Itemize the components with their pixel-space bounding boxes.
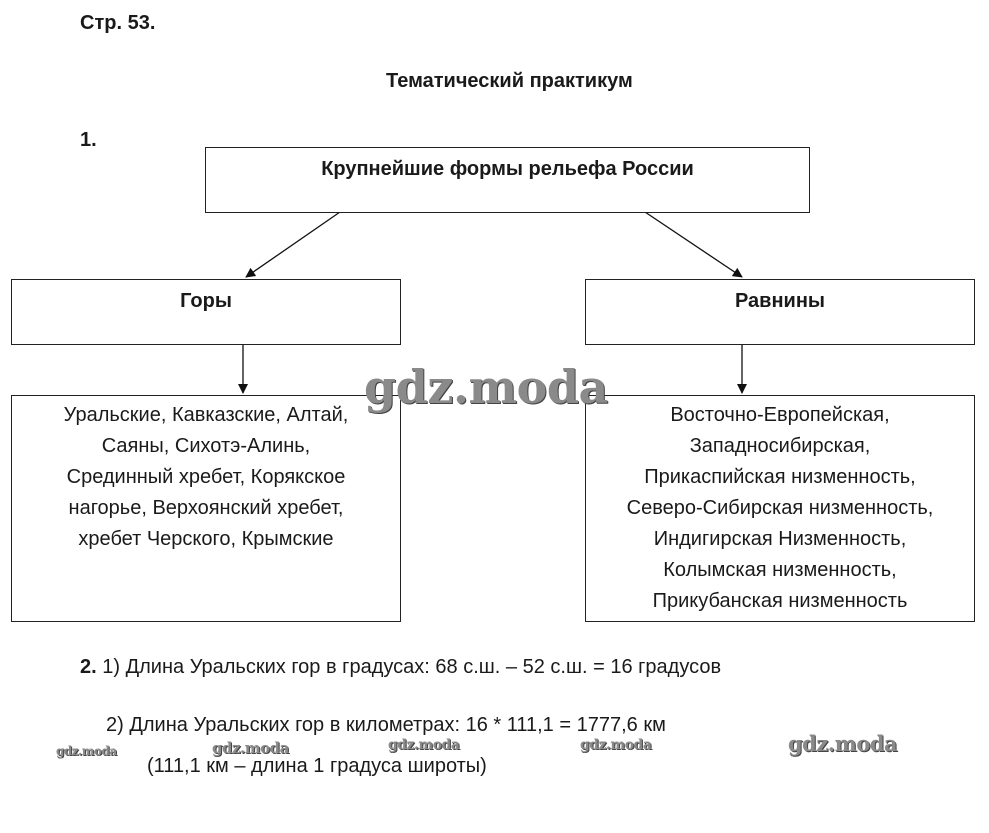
watermark-small: gdz.moda <box>580 737 652 753</box>
task-2-step-1: 1) Длина Уральских гор в градусах: 68 с.… <box>102 656 722 678</box>
root-label: Крупнейшие формы рельефа России <box>321 158 694 180</box>
arrow-to-mountains <box>245 211 341 278</box>
plains-line: Прикаспийская низменность, <box>644 466 916 488</box>
task-2-note: (111,1 км – длина 1 градуса широты) <box>147 755 487 777</box>
plains-line: Прикубанская низменность <box>652 590 908 612</box>
root-box: Крупнейшие формы рельефа России <box>205 147 810 213</box>
watermark-small: gdz.moda <box>56 744 117 758</box>
watermark-small: gdz.moda <box>212 739 289 757</box>
mountains-line: нагорье, Верхоянский хребет, <box>68 497 344 519</box>
section-title: Тематический практикум <box>386 70 633 92</box>
watermark-medium: gdz.moda <box>788 731 898 756</box>
plains-label: Равнины <box>734 290 826 312</box>
task-2-step-2: 2) Длина Уральских гор в километрах: 16 … <box>106 714 666 736</box>
plains-line: Индигирская Низменность, <box>653 528 907 550</box>
watermark-large: gdz.moda <box>364 360 608 414</box>
plains-box: Равнины <box>585 279 975 345</box>
task-2-number: 2. <box>80 656 97 678</box>
mountains-line: Уральские, Кавказские, Алтай, <box>63 404 349 426</box>
mountains-line: Срединный хребет, Корякское <box>66 466 346 488</box>
plains-line: Северо-Сибирская низменность, <box>626 497 934 519</box>
mountains-list-box: Уральские, Кавказские, Алтай, Саяны, Сих… <box>11 395 401 622</box>
task-1-number: 1. <box>80 129 97 151</box>
mountains-box: Горы <box>11 279 401 345</box>
mountains-line: Саяны, Сихотэ-Алинь, <box>101 435 311 457</box>
plains-line: Западносибирская, <box>689 435 871 457</box>
mountains-label: Горы <box>180 290 232 312</box>
arrow-to-plains <box>644 211 743 278</box>
watermark-small: gdz.moda <box>388 737 460 753</box>
page-number: Стр. 53. <box>80 12 156 34</box>
plains-line: Колымская низменность, <box>663 559 897 581</box>
task-2-line-1: 2. 1) Длина Уральских гор в градусах: 68… <box>80 656 721 679</box>
plains-list-box: Восточно-Европейская, Западносибирская, … <box>585 395 975 622</box>
plains-line: Восточно-Европейская, <box>670 404 890 426</box>
mountains-line: хребет Черского, Крымские <box>78 528 334 550</box>
